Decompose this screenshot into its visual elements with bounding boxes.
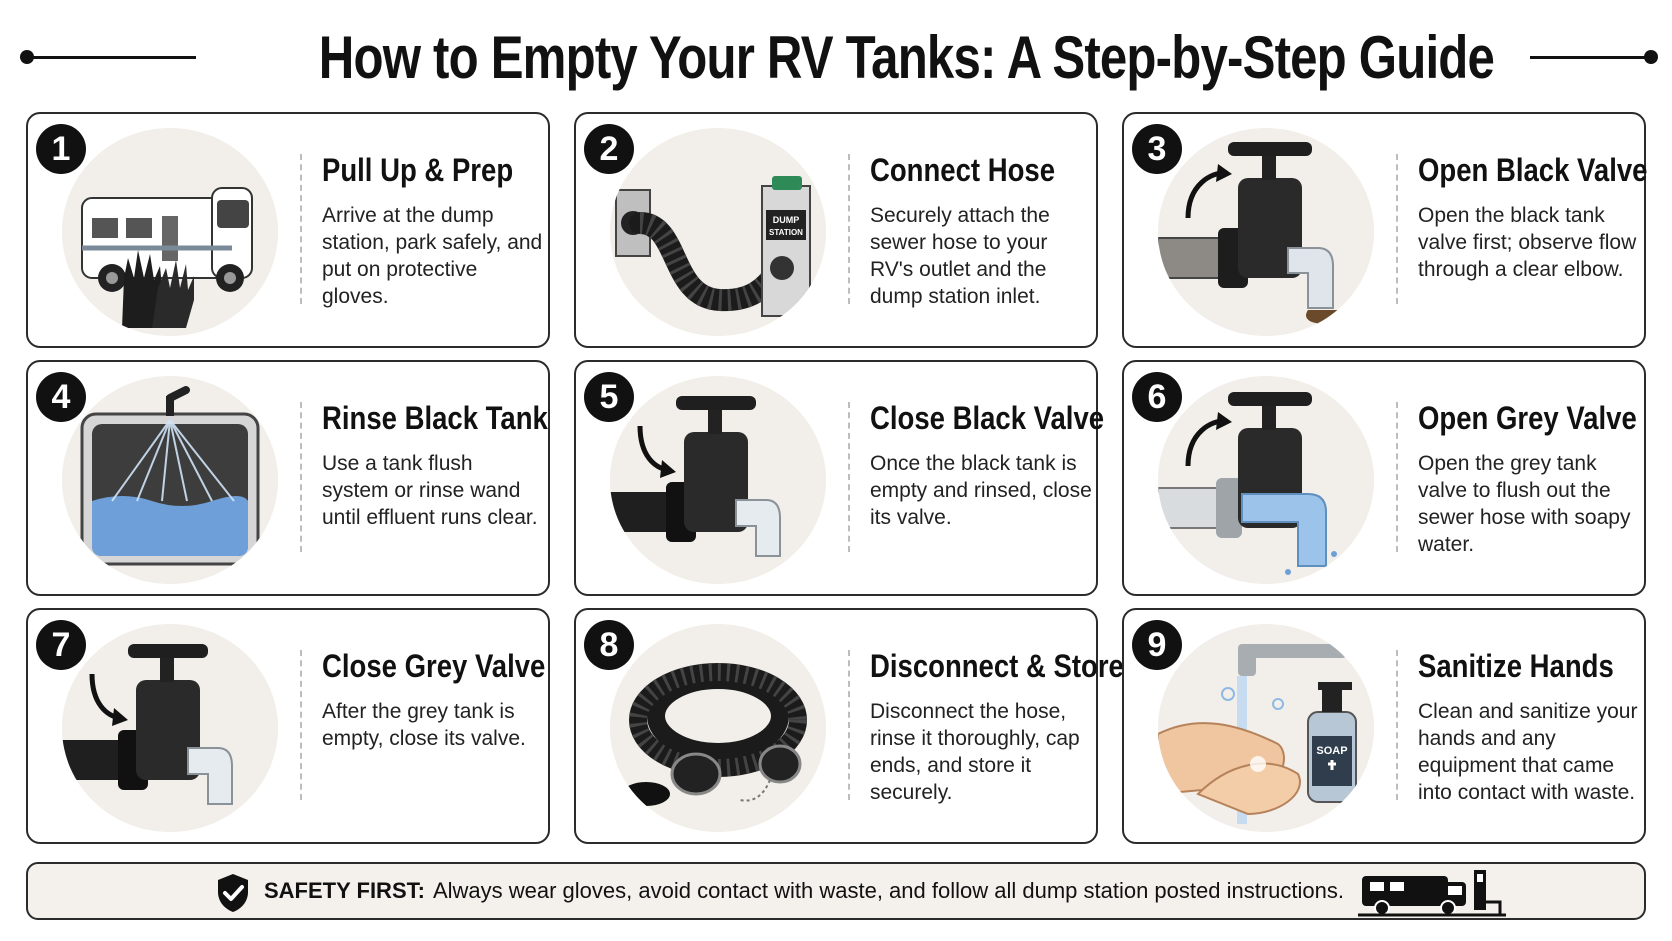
title-rule-left xyxy=(26,56,196,59)
step-number-badge: 8 xyxy=(584,620,634,670)
step-title: Sanitize Hands xyxy=(1418,648,1614,684)
step-card-7: 7 Close Grey Valve After the grey tank i… xyxy=(26,608,550,844)
step-title: Connect Hose xyxy=(870,152,1056,188)
step-description: Clean and sanitize your hands and any eq… xyxy=(1418,700,1638,804)
card-divider xyxy=(1396,154,1398,304)
step-title: Disconnect & Store xyxy=(870,648,1124,684)
rv-and-gloves-icon xyxy=(62,128,278,336)
card-divider xyxy=(1396,650,1398,800)
step-card-2: 2 DUMP STATION Connect Hose Securely att… xyxy=(574,112,1098,348)
step-description: Securely attach the sewer hose to your R… xyxy=(870,204,1050,308)
step-title: Open Grey Valve xyxy=(1418,400,1637,436)
shield-check-icon xyxy=(218,874,248,912)
step-card-1: 1 Pull Up & Prep Arrive at the dump stat… xyxy=(26,112,550,348)
title-rule-right xyxy=(1530,56,1656,59)
soap-label-text: SOAP xyxy=(1316,745,1347,757)
coiled-hose-icon xyxy=(610,624,826,832)
card-divider xyxy=(848,154,850,304)
step-description: Open the black tank valve first; observe… xyxy=(1418,204,1637,281)
step-description: Disconnect the hose, rinse it thoroughly… xyxy=(870,700,1080,804)
safety-text: Always wear gloves, avoid contact with w… xyxy=(432,878,1344,903)
grey-valve-flow-icon xyxy=(1158,376,1374,584)
rv-dump-station-icon xyxy=(1358,870,1506,917)
step-description: Open the grey tank valve to flush out th… xyxy=(1418,452,1631,556)
step-title: Rinse Black Tank xyxy=(322,400,548,436)
close-valve-icon xyxy=(62,624,278,832)
title-bar: How to Empty Your RV Tanks: A Step-by-St… xyxy=(0,8,1672,104)
step-number-badge: 9 xyxy=(1132,620,1182,670)
step-description: Once the black tank is empty and rinsed,… xyxy=(870,452,1092,529)
step-number-badge: 4 xyxy=(36,372,86,422)
tank-flush-icon xyxy=(62,376,278,584)
step-card-5: 5 Close Black Valve Once the black tank … xyxy=(574,360,1105,596)
close-valve-icon xyxy=(610,376,826,584)
card-divider xyxy=(300,650,302,800)
step-number-badge: 1 xyxy=(36,124,86,174)
step-description: Use a tank flush system or rinse wand un… xyxy=(322,452,538,529)
step-number-badge: 3 xyxy=(1132,124,1182,174)
step-description: After the grey tank is empty, close its … xyxy=(322,700,526,750)
step-number-badge: 7 xyxy=(36,620,86,670)
step-card-9: 9 SOAP Sanitize Hands Clean and saniti xyxy=(1122,608,1646,844)
step-number-badge: 6 xyxy=(1132,372,1182,422)
safety-label: SAFETY FIRST: xyxy=(264,878,425,903)
hand-washing-icon: SOAP xyxy=(1158,624,1374,832)
card-divider xyxy=(848,650,850,800)
step-description: Arrive at the dump station, park safely,… xyxy=(322,204,543,308)
step-number-badge: 2 xyxy=(584,124,634,174)
steps-grid: 1 Pull Up & Prep Arrive at the dump stat… xyxy=(26,112,1648,852)
step-number-badge: 5 xyxy=(584,372,634,422)
card-divider xyxy=(848,402,850,552)
card-divider xyxy=(300,402,302,552)
safety-banner: SAFETY FIRST: Always wear gloves, avoid c… xyxy=(26,862,1646,920)
step-title: Close Grey Valve xyxy=(322,648,546,684)
title-dot-right xyxy=(1644,50,1658,64)
step-card-6: 6 Open Grey Valve Open the grey tank val… xyxy=(1122,360,1646,596)
dump-sign-text-top: DUMP xyxy=(773,215,800,225)
sewer-hose-icon: DUMP STATION xyxy=(610,128,826,336)
dump-sign-text-bottom: STATION xyxy=(769,228,803,237)
page-title: How to Empty Your RV Tanks: A Step-by-St… xyxy=(318,24,1495,91)
card-divider xyxy=(300,154,302,304)
step-title: Open Black Valve xyxy=(1418,152,1648,188)
step-title: Pull Up & Prep xyxy=(322,152,514,188)
step-title: Close Black Valve xyxy=(870,400,1105,436)
safety-message: SAFETY FIRST: Always wear gloves, avoid c… xyxy=(264,864,1344,918)
step-card-8: 8 Disconnect & Store Disconnect the hose… xyxy=(574,608,1124,844)
card-divider xyxy=(1396,402,1398,552)
step-card-3: 3 Open Black Valve Open the black tank v… xyxy=(1122,112,1648,348)
step-card-4: 4 Rinse Black Tank Use a tank flus xyxy=(26,360,550,596)
open-valve-icon xyxy=(1158,128,1374,336)
